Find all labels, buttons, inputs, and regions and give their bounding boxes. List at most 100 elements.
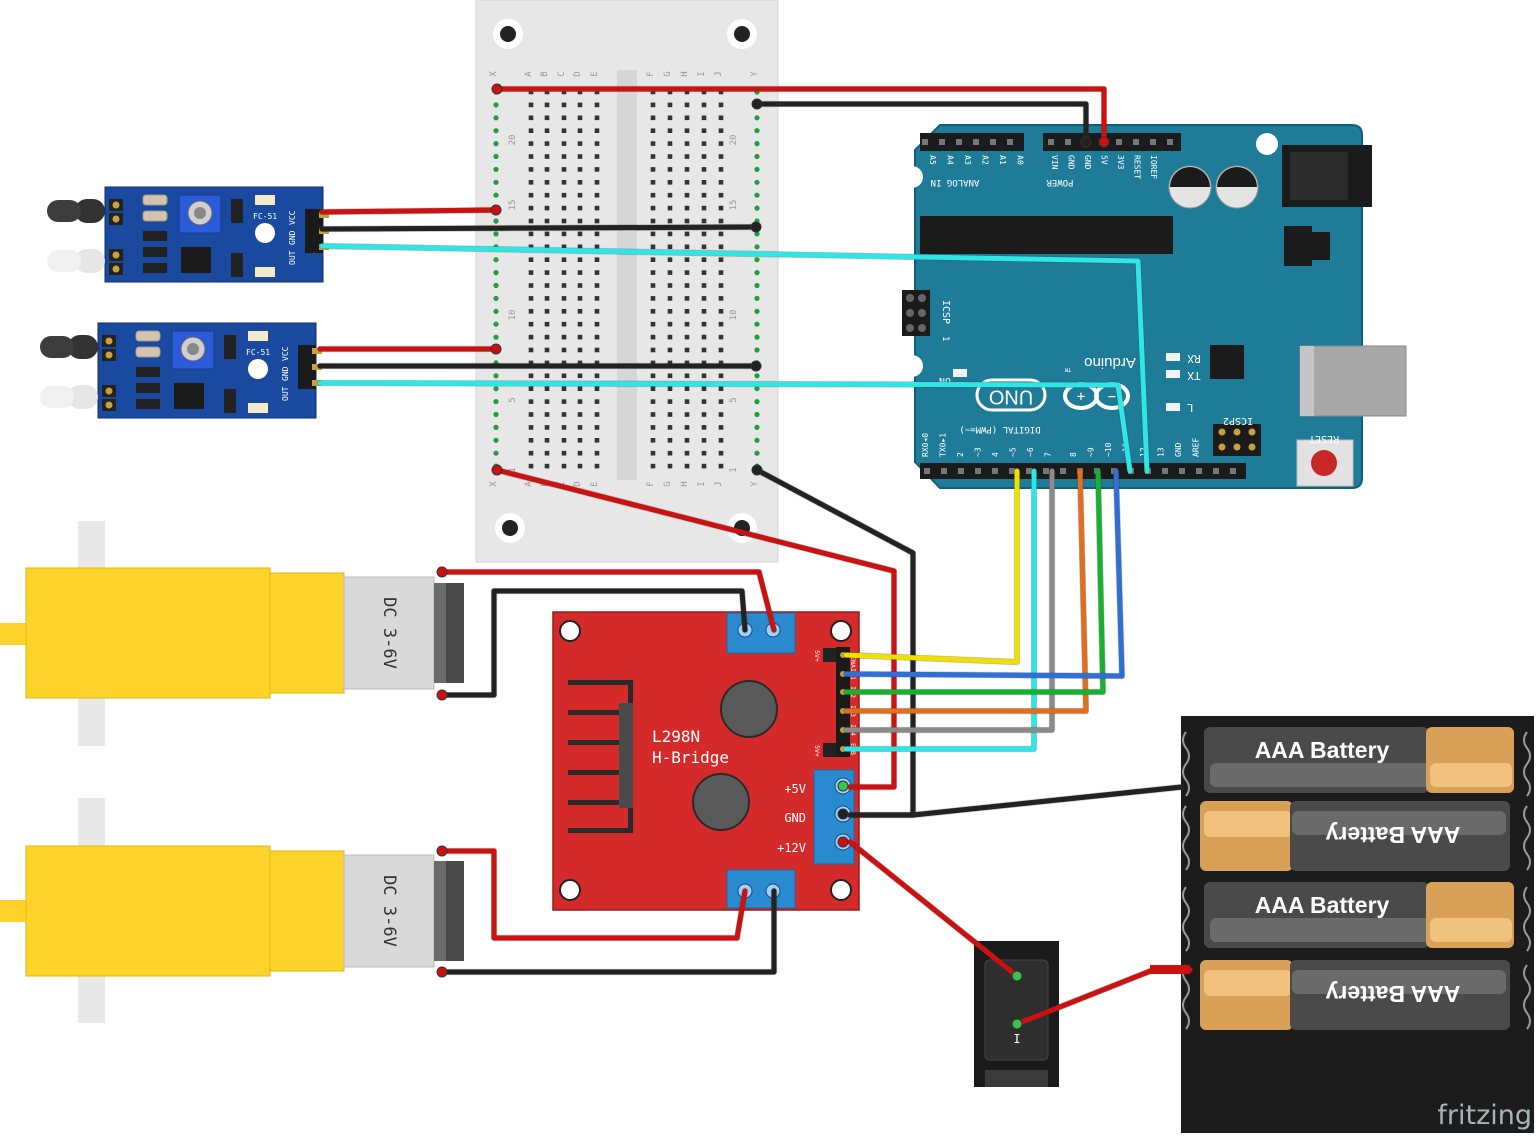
sensor-1-vcc-wire[interactable] [319, 207, 499, 215]
pin6-to-enb-wire[interactable] [843, 468, 1037, 752]
breadboard-letter: A [524, 481, 534, 487]
sensor-1-gnd-wire[interactable] [319, 224, 759, 232]
tx-label: TX [1187, 369, 1201, 382]
analog-pin-label: A3 [963, 155, 972, 165]
power-pin-label: 3V3 [1116, 155, 1125, 170]
breadboard-row-number: 20 [729, 135, 739, 146]
sensor-pin-label: GND [281, 366, 290, 381]
wire-connector [1011, 1018, 1023, 1030]
hbridge-mount-hole [559, 879, 581, 901]
power-pin-label: IOREF [1149, 155, 1158, 179]
breadboard-letter: C [557, 71, 567, 76]
digital-pin-label: ~9 [1087, 447, 1096, 457]
sensor-mount-hole [255, 223, 275, 243]
hbridge-mount-hole [830, 879, 852, 901]
breadboard-letter: J [714, 71, 724, 76]
battery-lead [1150, 965, 1190, 974]
uno-badge [975, 378, 1047, 412]
sensor-pin-label: OUT [281, 386, 290, 401]
sensor-model-label: FC-51 [253, 212, 277, 221]
breadboard-letter: B [540, 71, 550, 76]
analog-pin-label: A1 [998, 155, 1007, 165]
breadboard-letter: I [697, 71, 707, 76]
analog-pin-label: A4 [946, 155, 955, 165]
breadboard-letter: Y [750, 71, 760, 77]
digital-pin-label: ~6 [1026, 447, 1035, 457]
breadboard-row-number: 1 [508, 467, 518, 472]
aaa-battery-cell: AAA Battery [1182, 727, 1531, 797]
motor-1-red-wire[interactable] [439, 569, 777, 633]
rx-label: RX [1187, 352, 1201, 365]
breadboard-row-number: 15 [729, 200, 739, 211]
breadboard-letter: X [489, 71, 499, 77]
ir-emitter-led [68, 385, 98, 409]
analog-header [920, 133, 1024, 151]
wire-connector [1011, 970, 1023, 982]
icsp-label: ICSP [940, 300, 951, 324]
hbridge-12v-to-switch-wire[interactable] [847, 839, 1020, 979]
hbridge-input-label: 5V+ [813, 650, 821, 662]
breadboard-to-hbridge-5v-wire[interactable] [494, 467, 897, 790]
rx-led [1166, 353, 1180, 361]
comparator-chip [174, 383, 204, 409]
pin8-to-in3-wire[interactable] [843, 468, 1089, 714]
digital-pin-label: 4 [991, 452, 1000, 457]
sensor-1-out-wire[interactable] [319, 243, 1150, 474]
switch-on-mark: I [1013, 1032, 1020, 1046]
motor-2-label: DC 3-6V [379, 875, 399, 947]
arduino-mount-hole [1256, 133, 1278, 155]
aaa-battery-cell: AAA Battery [1182, 801, 1531, 871]
digital-pin-label: 7 [1044, 452, 1053, 457]
breadboard-to-gnd-wire[interactable] [754, 101, 1089, 145]
wire-connector [490, 343, 502, 355]
rocker-switch[interactable]: I [974, 941, 1059, 1087]
arduino-mount-hole [901, 166, 923, 188]
breadboard-to-5v-wire[interactable] [494, 86, 1107, 145]
pin7-to-in4-wire[interactable] [843, 468, 1055, 733]
sensor-model-label: FC-51 [246, 348, 270, 357]
svg-text:−: − [1108, 389, 1116, 405]
sensor-2-out-wire[interactable] [317, 380, 1133, 474]
pin10-to-in2-wire[interactable] [843, 468, 1125, 679]
ir-receiver-led [68, 335, 98, 359]
dc-motor-2: DC 3-6V [0, 798, 464, 1023]
on-led-label: ON [939, 375, 951, 386]
digital-header-label: DIGITAL (PWM=~) [959, 424, 1040, 434]
digital-pin-label: 2 [956, 452, 965, 457]
pin5-to-ena-wire[interactable] [843, 468, 1020, 665]
motor-2-red-wire[interactable] [439, 848, 748, 941]
motor-1-black-wire[interactable] [439, 588, 748, 698]
hbridge-subtitle: H-Bridge [652, 748, 729, 767]
sensor-pin-header [305, 209, 323, 253]
motor-1-label: DC 3-6V [379, 597, 399, 669]
breadboard-letter: D [573, 71, 583, 76]
breadboard-letter: G [663, 481, 673, 486]
sensor-mount-hole [248, 359, 268, 379]
breadboard-holes [493, 89, 760, 469]
digital-pin-label: ~10 [1104, 442, 1113, 457]
digital-pin-label: TX0▸1 [939, 433, 948, 457]
pin9-to-in1-wire[interactable] [843, 468, 1106, 695]
l-label: L [1186, 401, 1193, 414]
battery-label: AAA Battery [1325, 981, 1460, 1007]
hbridge-board [552, 611, 860, 911]
wire-connector [837, 836, 849, 848]
sensor-pin-header [298, 345, 316, 389]
motor-2-black-wire[interactable] [439, 888, 777, 975]
l298n-h-bridge: L298N H-Bridge +5V GND +12V 5V+ENAIN1IN2… [552, 611, 860, 911]
breadboard-row-number: 20 [508, 135, 518, 146]
wire-connector [491, 83, 503, 95]
wire-connector [750, 360, 762, 372]
analog-pin-label: A2 [981, 155, 990, 165]
motor-b-terminal [726, 869, 796, 909]
battery-to-hbridge-gnd-wire[interactable] [847, 784, 1185, 818]
wire-connector [436, 689, 448, 701]
breadboard-letter: G [663, 71, 673, 76]
